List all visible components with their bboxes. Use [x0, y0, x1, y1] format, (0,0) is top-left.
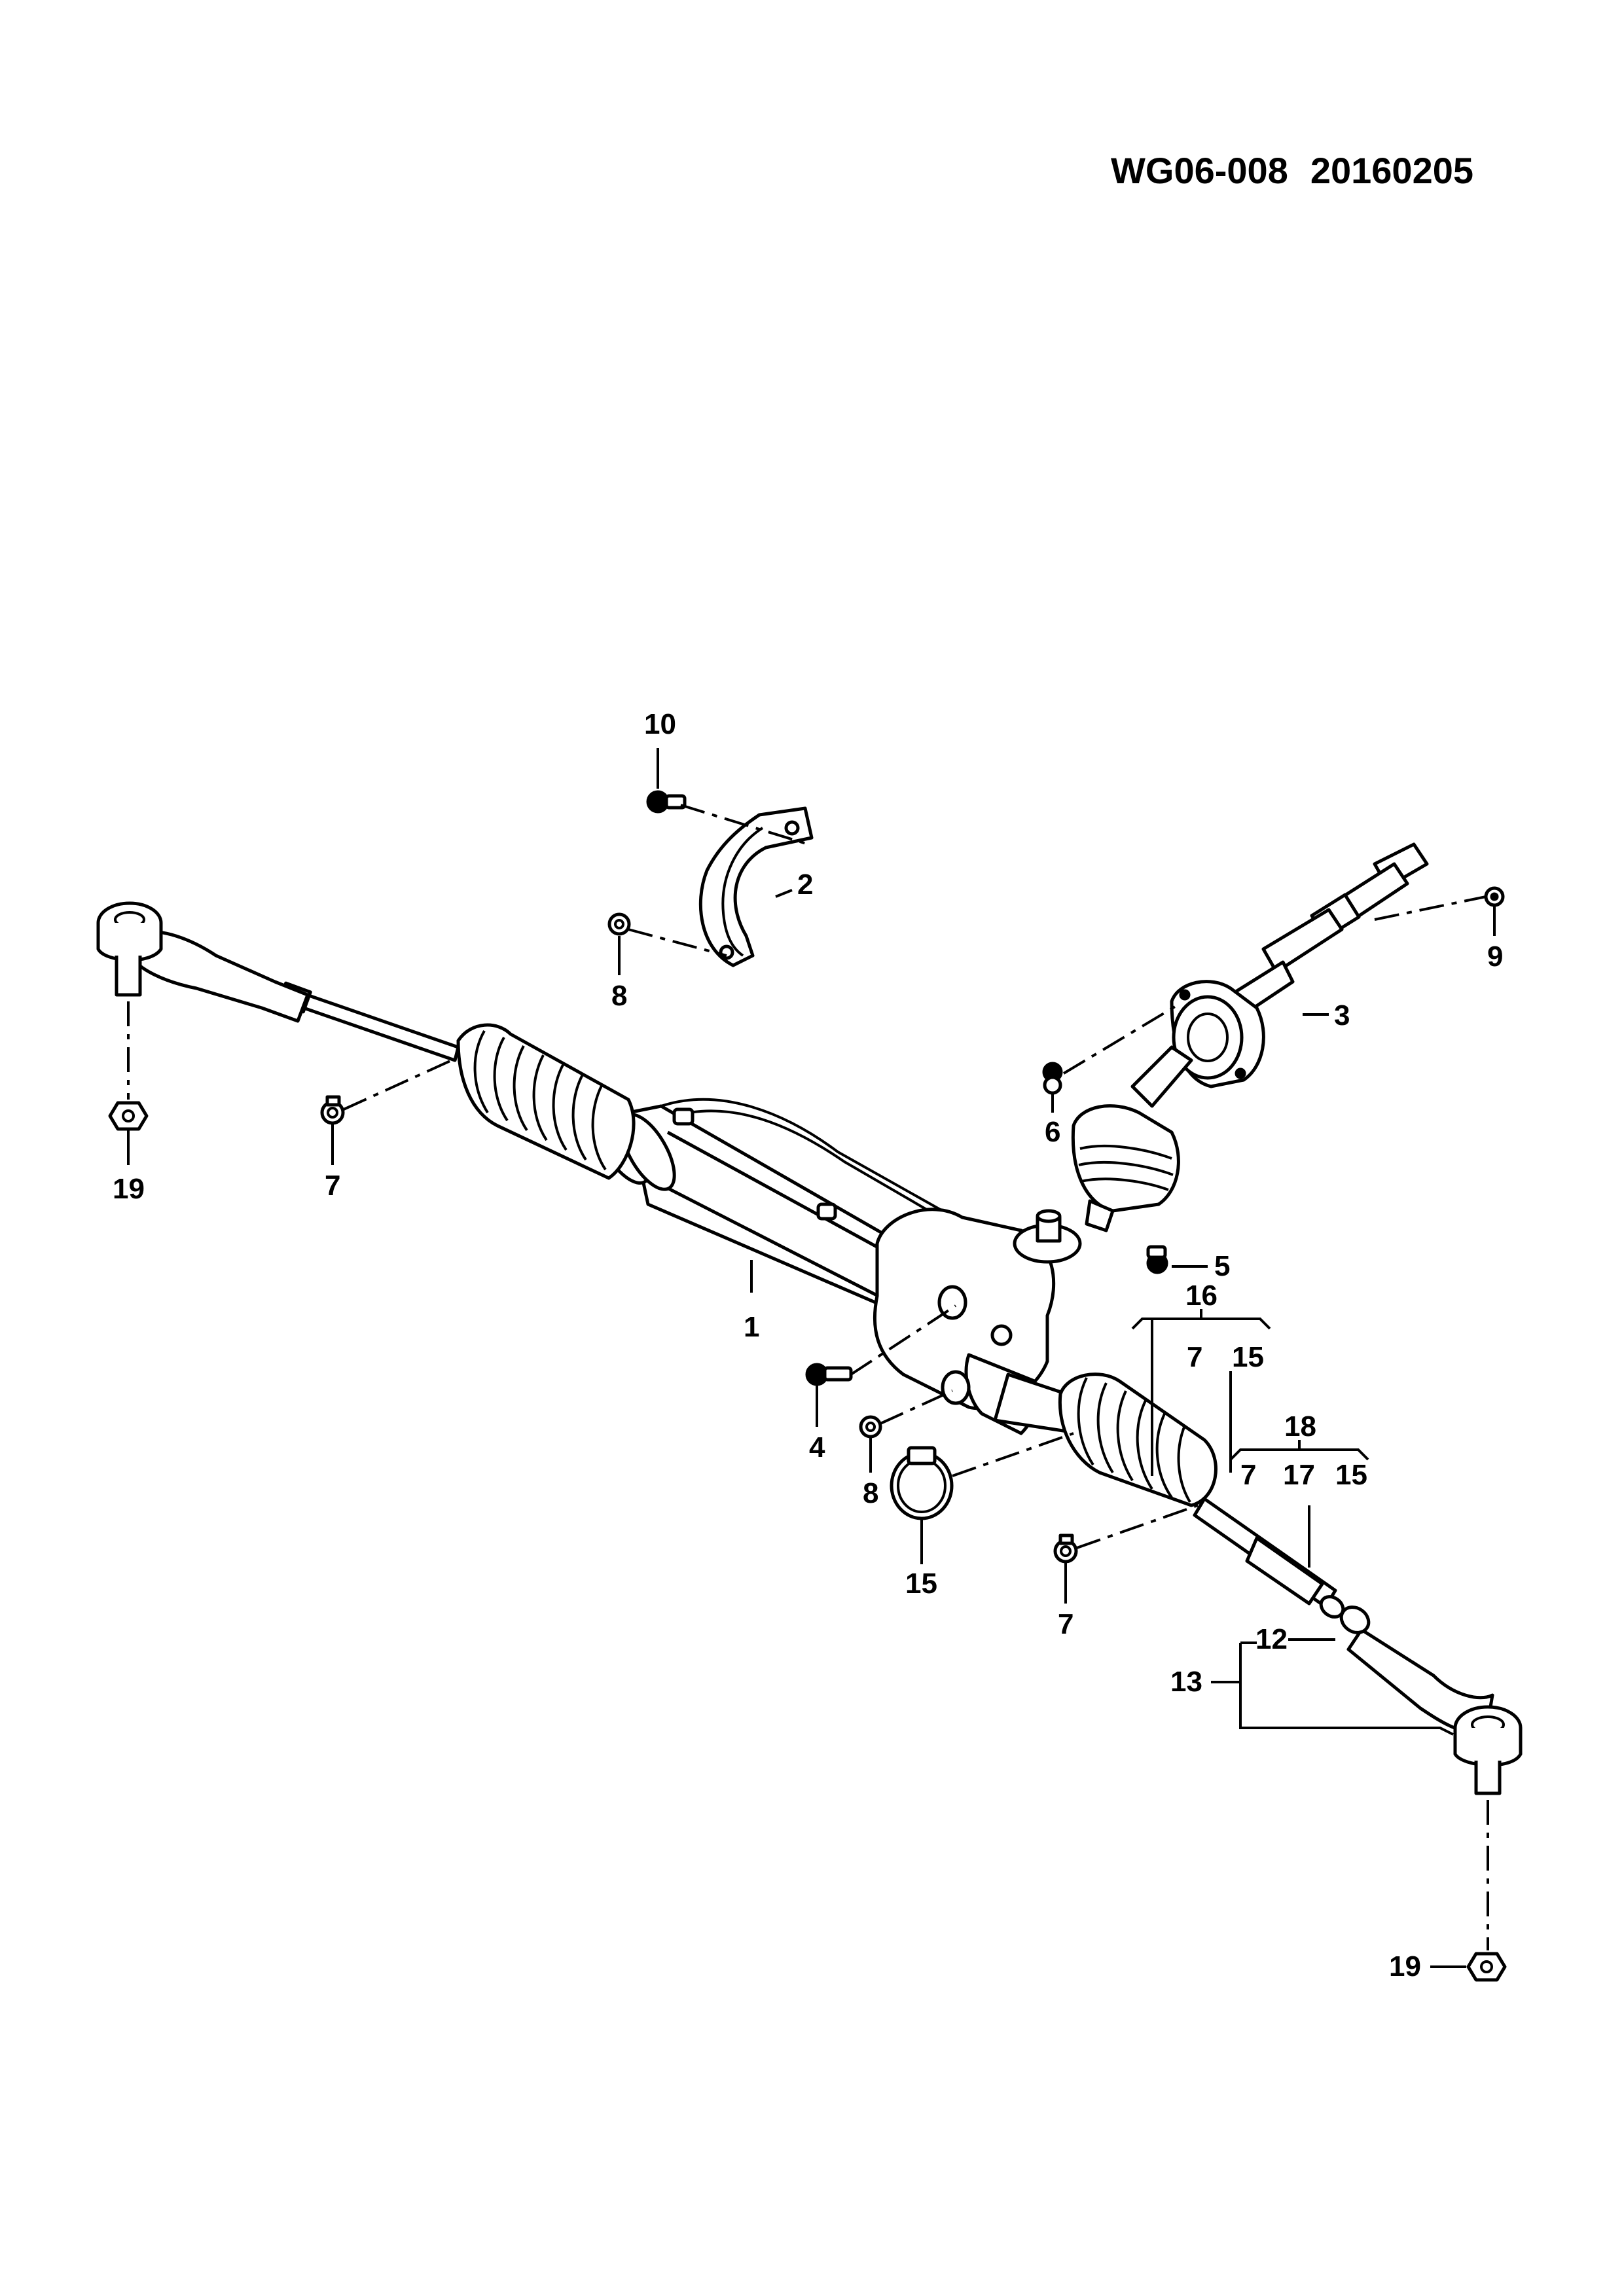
bellows-boot-left	[456, 1023, 636, 1180]
bolt-4	[805, 1363, 853, 1386]
callout-8-top: 8	[611, 980, 628, 1012]
clip-7-left	[320, 1095, 345, 1125]
bolt-5	[1146, 1245, 1168, 1274]
kit-18-item-15: 15	[1335, 1459, 1367, 1491]
clip-7-right	[1053, 1534, 1078, 1564]
clamp-bracket	[698, 806, 814, 967]
callout-5: 5	[1214, 1250, 1231, 1282]
intermediate-shaft	[1071, 842, 1429, 1232]
callout-7-right: 7	[1058, 1608, 1074, 1640]
kit-18-item-17: 17	[1283, 1459, 1315, 1491]
callout-4: 4	[809, 1431, 825, 1463]
tie-rod-left	[96, 901, 460, 1062]
kit-18-label: 18	[1284, 1410, 1316, 1443]
nut-6	[1042, 1062, 1063, 1095]
nut-19-left	[108, 1101, 149, 1131]
tie-rod-right	[1193, 1497, 1523, 1795]
callout-2: 2	[797, 869, 814, 901]
kit-18-item-7: 7	[1240, 1459, 1257, 1491]
callout-8-bottom: 8	[863, 1477, 879, 1509]
diagram-date-code: 20160205	[1310, 150, 1473, 191]
diagram-code-header: WG06-008 20160205	[1111, 149, 1473, 192]
kit-16-item-7: 7	[1187, 1341, 1203, 1373]
kit-16-label: 16	[1185, 1280, 1218, 1312]
hose-clamp-15	[890, 1446, 954, 1520]
callout-9: 9	[1487, 941, 1504, 973]
kit-bracket-16	[1131, 1309, 1271, 1476]
callout-10: 10	[644, 708, 676, 740]
bolt-10	[646, 790, 687, 814]
callout-6: 6	[1045, 1116, 1061, 1148]
bellows-boot-right	[1058, 1372, 1218, 1507]
callout-12: 12	[1255, 1623, 1288, 1655]
callout-19-right: 19	[1389, 1950, 1421, 1982]
callout-15: 15	[905, 1568, 937, 1600]
callout-1: 1	[744, 1311, 760, 1343]
nut-9	[1484, 886, 1505, 907]
assembly-lines	[127, 804, 1489, 1950]
nut-8-top	[607, 912, 631, 936]
leader-lines	[127, 748, 1496, 1968]
kit-bracket-18	[1229, 1440, 1369, 1461]
kit-16-item-15: 15	[1232, 1341, 1264, 1373]
nut-19-right	[1466, 1952, 1507, 1982]
callout-3: 3	[1334, 999, 1350, 1031]
callout-7-left: 7	[325, 1170, 341, 1202]
callout-19-left: 19	[113, 1173, 145, 1205]
callout-13: 13	[1170, 1666, 1202, 1698]
nut-8-bottom	[859, 1415, 882, 1439]
diagram-code: WG06-008	[1111, 150, 1288, 191]
